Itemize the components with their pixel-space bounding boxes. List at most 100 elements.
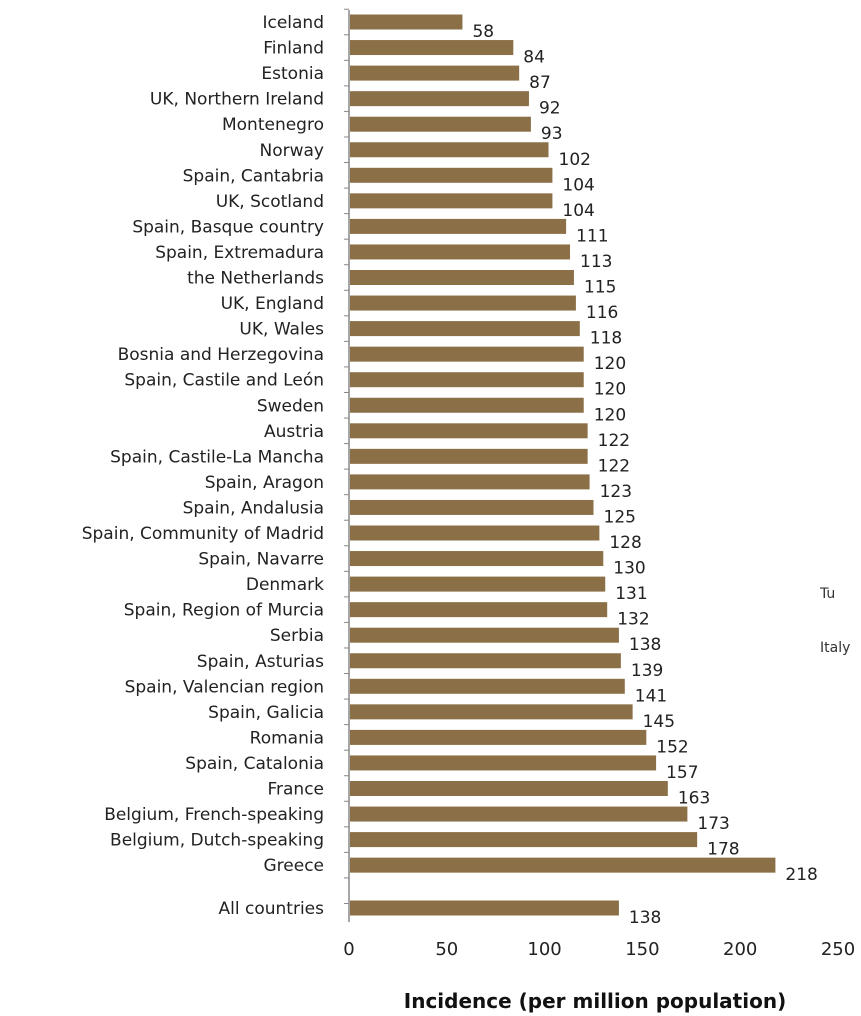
value-label: 132 <box>617 610 649 630</box>
category-label: Serbia <box>270 626 324 646</box>
bar <box>350 806 688 822</box>
value-label: 115 <box>584 278 616 298</box>
category-label: Sweden <box>257 396 324 416</box>
value-label: 125 <box>604 507 636 527</box>
bar <box>350 295 576 311</box>
value-label: 111 <box>576 226 608 246</box>
value-label: 128 <box>609 533 641 553</box>
category-label: Spain, Region of Murcia <box>124 601 324 621</box>
value-label: 130 <box>613 559 645 579</box>
cropped-label: Tu <box>819 586 835 602</box>
bar <box>350 40 514 56</box>
bar <box>350 602 608 618</box>
category-label: Spain, Valencian region <box>125 677 324 697</box>
bar <box>350 857 776 873</box>
bar <box>350 832 698 848</box>
value-label: 84 <box>523 48 545 68</box>
bar <box>350 781 668 796</box>
value-label: 122 <box>598 431 630 451</box>
bar <box>350 321 580 337</box>
value-label: 120 <box>594 380 626 400</box>
value-label: 58 <box>472 22 494 42</box>
category-label: Belgium, French-speaking <box>104 805 324 825</box>
value-label: 173 <box>697 814 729 834</box>
bar <box>350 755 657 771</box>
value-label: 141 <box>635 686 667 706</box>
value-label: 92 <box>539 99 561 119</box>
bar <box>350 423 588 439</box>
bar <box>350 678 625 694</box>
category-label: UK, England <box>221 294 324 314</box>
x-tick-label: 50 <box>435 939 458 960</box>
bar <box>350 372 584 388</box>
category-label: UK, Wales <box>239 320 324 340</box>
bar <box>350 244 571 260</box>
value-label: 157 <box>666 763 698 783</box>
bar <box>350 474 590 490</box>
category-label: Spain, Asturias <box>197 652 324 672</box>
bar <box>350 499 594 515</box>
bar <box>350 218 567 234</box>
value-label: 139 <box>631 661 663 681</box>
bar <box>350 142 549 158</box>
bar <box>350 551 604 567</box>
bar <box>350 193 553 209</box>
category-label: Spain, Catalonia <box>185 754 324 774</box>
value-label: 122 <box>598 456 630 476</box>
value-label: 152 <box>656 737 688 757</box>
value-label: 104 <box>562 201 594 221</box>
value-label: 118 <box>590 329 622 349</box>
category-label: Denmark <box>246 575 324 595</box>
bar <box>350 14 463 30</box>
category-label: All countries <box>219 899 325 919</box>
bar <box>350 653 621 669</box>
category-label: UK, Scotland <box>216 192 324 212</box>
value-label: 120 <box>594 354 626 374</box>
x-tick-label: 250 <box>821 939 855 960</box>
bar <box>350 627 619 643</box>
x-tick-label: 0 <box>343 939 354 960</box>
bar <box>350 167 553 183</box>
value-label: 104 <box>562 175 594 195</box>
category-label: Belgium, Dutch-speaking <box>110 831 324 851</box>
category-label: Spain, Aragon <box>205 473 324 493</box>
value-label: 116 <box>586 303 618 323</box>
bar <box>350 91 529 107</box>
category-label: Spain, Navarre <box>198 550 324 570</box>
value-label: 138 <box>629 908 661 928</box>
category-label: Estonia <box>261 64 324 84</box>
bar <box>350 346 584 362</box>
category-label: Spain, Castile and León <box>124 371 324 391</box>
bar <box>350 270 574 285</box>
category-label: Spain, Galicia <box>208 703 324 723</box>
category-label: Bosnia and Herzegovina <box>118 345 324 365</box>
value-label: 87 <box>529 73 551 93</box>
category-label: Spain, Extremadura <box>155 243 324 263</box>
category-label: Iceland <box>262 13 324 33</box>
category-label: Spain, Andalusia <box>183 498 324 518</box>
bar <box>350 576 606 592</box>
cropped-label: Italy <box>820 640 850 656</box>
bars-group <box>350 14 776 916</box>
bar <box>350 397 584 413</box>
x-tick-label: 200 <box>723 939 757 960</box>
category-label: Spain, Basque country <box>132 217 324 237</box>
value-label: 145 <box>643 712 675 732</box>
value-label: 93 <box>541 124 563 144</box>
category-label: Greece <box>263 856 324 876</box>
x-tick-label: 100 <box>527 939 561 960</box>
bar <box>350 116 531 132</box>
value-label: 138 <box>629 635 661 655</box>
value-labels-group: 5884879293102104104111113115116118120120… <box>472 22 817 928</box>
category-label: the Netherlands <box>187 269 324 289</box>
value-label: 123 <box>600 482 632 502</box>
category-label: Spain, Castile-La Mancha <box>110 447 324 467</box>
value-label: 131 <box>615 584 647 604</box>
value-label: 102 <box>559 150 591 170</box>
bar <box>350 525 600 541</box>
category-label: Spain, Cantabria <box>183 166 324 186</box>
category-label: Finland <box>263 39 324 59</box>
